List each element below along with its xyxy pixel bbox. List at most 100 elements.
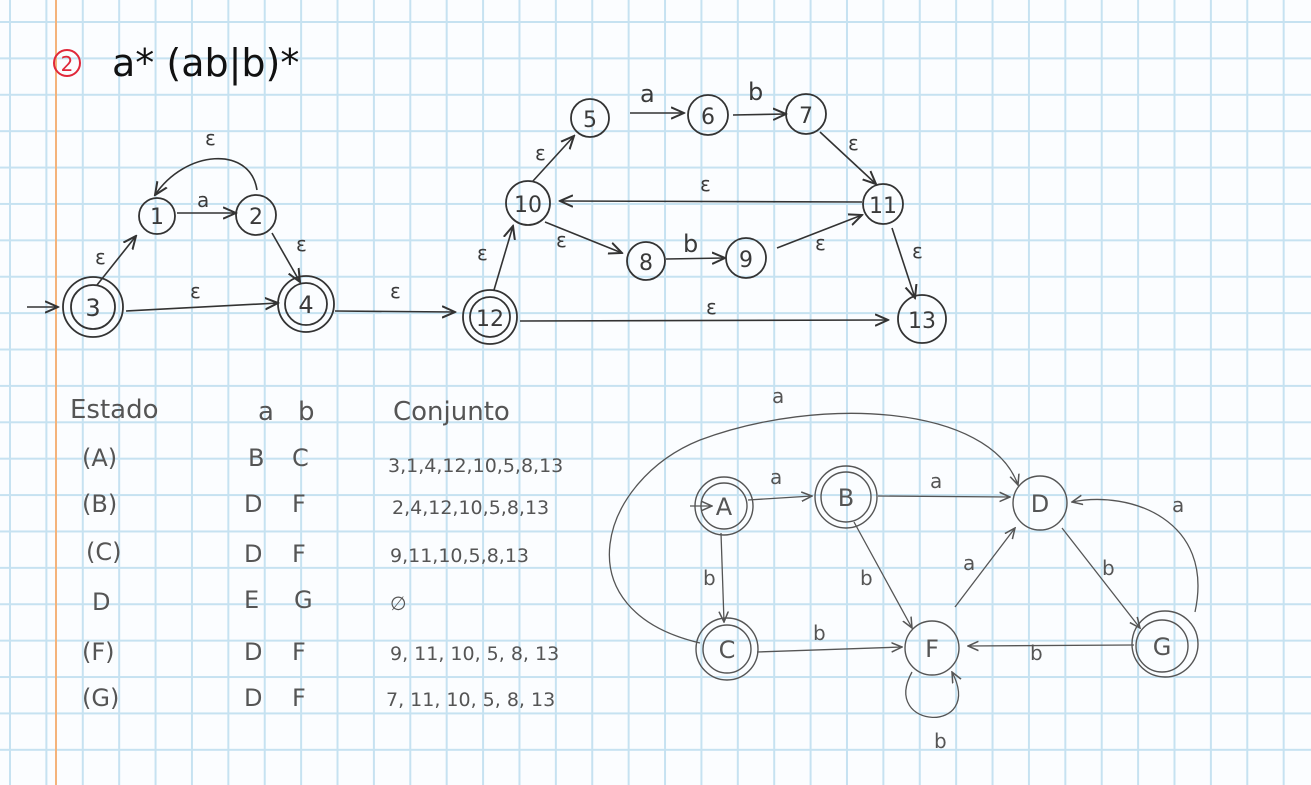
nfa-state-4: 4	[277, 275, 335, 333]
nfa-edge-3-4	[125, 303, 278, 312]
svg-text:2: 2	[249, 205, 263, 230]
nfa-label-10-8: ε	[556, 228, 567, 252]
nfa-edge-3-1	[96, 236, 136, 286]
svg-text:B: B	[838, 484, 854, 512]
nfa-label-12-10: ε	[477, 241, 488, 265]
nfa-label-8-9: b	[683, 230, 698, 258]
svg-text:F: F	[292, 638, 306, 666]
regex-expression: a* (ab|b)*	[112, 41, 299, 86]
svg-text:1: 1	[150, 205, 164, 230]
svg-text:(B): (B)	[82, 490, 117, 518]
nfa-edge-9-11	[776, 215, 862, 249]
dfa-edge-B-D	[877, 496, 1010, 497]
dfa-label-C-F: b	[813, 621, 826, 645]
nfa-label-2-1: ε	[205, 126, 216, 150]
nfa-label-3-4: ε	[190, 279, 201, 303]
nfa-label-2-4: ε	[296, 232, 307, 256]
nfa-label-1-2: a	[197, 188, 209, 212]
nfa-label-11-13: ε	[912, 239, 923, 263]
svg-text:10: 10	[514, 193, 542, 218]
svg-text:4: 4	[298, 291, 313, 319]
nfa-label-6-7: b	[748, 78, 763, 106]
dfa-edge-D-G	[1061, 527, 1140, 628]
nfa-edge-11-13	[891, 227, 915, 298]
dfa-state-D: D	[1012, 475, 1068, 531]
nfa-edge-2-4	[271, 232, 300, 282]
dfa-edge-F-D	[954, 528, 1015, 608]
svg-text:9, 11, 10, 5, 8, 13: 9, 11, 10, 5, 8, 13	[390, 643, 559, 665]
dfa-edge-C-D	[608, 412, 1018, 644]
nfa-state-6: 6	[687, 94, 729, 136]
svg-text:D: D	[1031, 490, 1049, 518]
nfa-edge-6-7	[732, 114, 786, 115]
nfa-label-10-5: ε	[535, 141, 546, 165]
nfa-label-7-11: ε	[848, 131, 859, 155]
dfa-label-B-D: a	[930, 469, 942, 493]
svg-text:9: 9	[739, 248, 753, 273]
dfa-edge-F-F	[905, 672, 959, 719]
dfa-edge-C-F	[756, 647, 902, 652]
svg-text:G: G	[1153, 633, 1172, 661]
nfa-label-5-6: a	[640, 80, 655, 108]
dfa-label-G-F: b	[1030, 641, 1043, 665]
table-header-b: b	[298, 397, 315, 427]
svg-text:A: A	[716, 493, 733, 521]
svg-text:7, 11, 10, 5, 8, 13: 7, 11, 10, 5, 8, 13	[386, 689, 555, 711]
nfa-label-3-1: ε	[95, 245, 106, 269]
svg-text:∅: ∅	[390, 593, 407, 615]
dfa-edge-A-B	[747, 496, 812, 500]
nfa-label-9-11: ε	[815, 231, 826, 255]
svg-text:C: C	[719, 636, 736, 664]
svg-text:F: F	[292, 540, 306, 568]
nfa-state-13: 13	[897, 294, 947, 344]
svg-text:7: 7	[799, 104, 813, 129]
nfa-edge-7-11	[819, 131, 876, 184]
dfa-state-G: G	[1131, 610, 1199, 678]
nfa-edge-4-12	[334, 311, 455, 312]
nfa-state-1: 1	[138, 197, 176, 235]
dfa-state-C: C	[695, 617, 759, 681]
svg-text:D: D	[244, 684, 262, 712]
svg-text:(F): (F)	[82, 638, 115, 666]
nfa-state-10: 10	[505, 180, 551, 226]
dfa-state-B: B	[814, 465, 878, 529]
dfa-edge-A-C	[721, 532, 724, 622]
nfa-edge-11-10	[560, 201, 863, 202]
nfa-edge-12-13	[519, 320, 888, 321]
svg-text:11: 11	[869, 194, 897, 219]
svg-text:5: 5	[583, 108, 597, 133]
nfa-state-12: 12	[462, 289, 518, 345]
dfa-edge-G-D	[1072, 499, 1199, 613]
nfa-state-2: 2	[235, 194, 277, 236]
svg-text:6: 6	[701, 105, 715, 130]
dfa-label-B-F: b	[860, 566, 873, 590]
nfa-state-3: 3	[62, 276, 124, 338]
svg-text:F: F	[925, 635, 939, 663]
svg-text:F: F	[292, 684, 306, 712]
nfa-edge-10-5	[532, 136, 574, 182]
dfa-label-D-G: b	[1102, 556, 1115, 580]
dfa-label-A-C: b	[703, 566, 716, 590]
table-header-a: a	[258, 397, 274, 427]
nfa-edge-8-9	[665, 258, 725, 259]
svg-text:G: G	[294, 586, 313, 614]
dfa-label-G-D: a	[1172, 493, 1184, 517]
table-header-set: Conjunto	[393, 397, 510, 427]
table-header-state: Estado	[70, 395, 159, 425]
nfa-label-11-10: ε	[700, 172, 711, 196]
nfa-diagram: ε a ε ε ε ε ε ε ε a b ε ε ε b ε ε	[27, 78, 947, 345]
dfa-label-F-F: b	[934, 729, 947, 753]
svg-text:D: D	[92, 588, 110, 616]
svg-text:(C): (C)	[86, 538, 121, 566]
table-row: (B) D F 2,4,12,10,5,8,13	[82, 490, 549, 519]
svg-text:D: D	[244, 540, 262, 568]
nfa-label-4-12: ε	[390, 279, 401, 303]
dfa-state-F: F	[904, 620, 960, 676]
table-row: (G) D F 7, 11, 10, 5, 8, 13	[82, 684, 555, 712]
dfa-edge-B-F	[853, 521, 912, 628]
dfa-label-F-D: a	[963, 551, 975, 575]
table-row: (F) D F 9, 11, 10, 5, 8, 13	[82, 638, 559, 666]
title: 2 a* (ab|b)*	[53, 41, 299, 86]
svg-text:9,11,10,5,8,13: 9,11,10,5,8,13	[390, 545, 529, 567]
svg-text:2,4,12,10,5,8,13: 2,4,12,10,5,8,13	[392, 497, 549, 519]
